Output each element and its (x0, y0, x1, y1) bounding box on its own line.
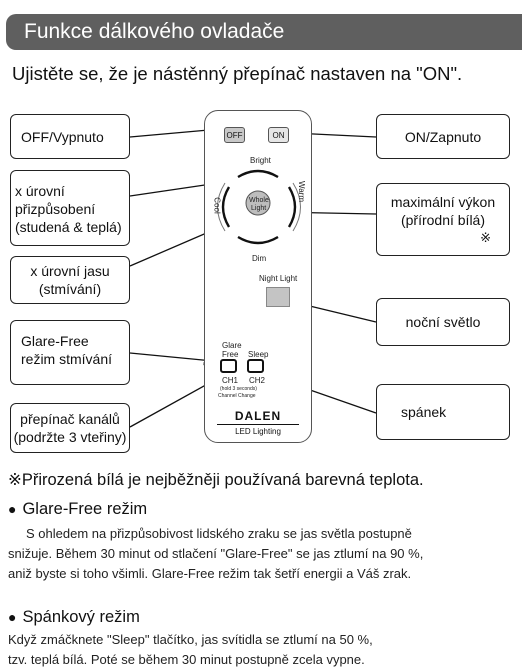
brand-subtitle: LED Lighting (235, 427, 281, 436)
label-brightness-line1: x úrovní jasu (30, 263, 110, 279)
glare-free-label-1: Glare (222, 341, 242, 350)
warm-arc (287, 186, 297, 228)
label-off: OFF/Vypnuto (10, 114, 130, 159)
label-glare-free: Glare-Free režim stmívání (10, 320, 130, 385)
whole-light-label-1: Whole (249, 197, 269, 204)
label-channel-line1: přepínač kanálů (20, 411, 120, 427)
brand-logo: DALEN (234, 409, 282, 423)
glare-free-ch1-button[interactable] (220, 359, 237, 373)
bullet-icon: ● (8, 501, 17, 517)
dim-label: Dim (252, 254, 267, 263)
label-max-line2: (přírodní bílá) (400, 212, 486, 228)
bright-label: Bright (250, 156, 271, 165)
label-channel-line2: (podržte 3 vteřiny) (13, 429, 127, 445)
label-brightness-line2: (stmívání) (38, 281, 102, 297)
page-title: Funkce dálkového ovladače (24, 20, 285, 43)
glare-section-body: S ohledem na přizpůsobivost lidského zra… (8, 526, 424, 581)
label-night: noční světlo (376, 298, 510, 346)
control-wheel (217, 169, 301, 245)
header-bar (6, 14, 522, 50)
channel-change-label: Channel Change (218, 393, 256, 399)
warm-label: Warm (297, 180, 307, 203)
label-adaptation-line3: (studená & teplá) (15, 219, 122, 235)
label-adaptation-line1: x úrovní (15, 183, 65, 199)
label-max-power: maximální výkon (přírodní bílá) ※ (376, 183, 510, 256)
night-light-label: Night Light (259, 274, 298, 283)
on-button[interactable]: ON (268, 127, 289, 143)
whole-light-button (245, 190, 271, 216)
label-max-line1: maximální výkon (390, 194, 496, 210)
label-adaptation-levels: x úrovní přizpůsobení (studená & teplá) (10, 170, 130, 246)
ch1-label: CH1 (222, 376, 239, 385)
label-on: ON/Zapnuto (376, 114, 510, 159)
dim-arc (237, 235, 279, 245)
remote-control: OFF ON Bright Dim Cool Warm Whole Light … (204, 110, 312, 443)
brand-divider (217, 424, 299, 425)
cool-label: Cool (212, 197, 222, 214)
off-button[interactable]: OFF (224, 127, 245, 143)
label-sleep: spánek (376, 384, 510, 440)
label-glare-line2: režim stmívání (21, 351, 113, 367)
hold-label: (hold 3 seconds) (220, 386, 257, 392)
note-natural-white: ※Přirozená bílá je nejběžněji používaná … (8, 471, 424, 489)
arrow-glare (129, 352, 215, 366)
label-adaptation-line2: přizpůsobení (15, 201, 96, 217)
night-light-button[interactable] (266, 287, 290, 307)
subtitle: Ujistěte se, že je nástěnný přepínač nas… (12, 63, 463, 84)
sleep-section-body: Když zmáčknete "Sleep" tlačítko, jas sví… (8, 632, 373, 667)
cool-arc (221, 186, 231, 228)
bullet-icon: ● (8, 609, 17, 625)
bright-arc (237, 169, 279, 179)
sleep-ch2-button[interactable] (247, 359, 264, 373)
ch2-label: CH2 (249, 376, 266, 385)
label-channel-switch: přepínač kanálů (podržte 3 vteřiny) (10, 403, 130, 453)
label-brightness-levels: x úrovní jasu (stmívání) (10, 256, 130, 304)
label-max-mark: ※ (480, 230, 491, 245)
whole-light-label-2: Light (251, 205, 267, 212)
glare-section-title: ●Glare-Free režim (8, 500, 148, 518)
sleep-label: Sleep (248, 350, 269, 359)
label-glare-line1: Glare-Free (21, 333, 89, 349)
glare-free-label-2: Free (222, 350, 239, 359)
sleep-section-title: ●Spánkový režim (8, 608, 140, 626)
